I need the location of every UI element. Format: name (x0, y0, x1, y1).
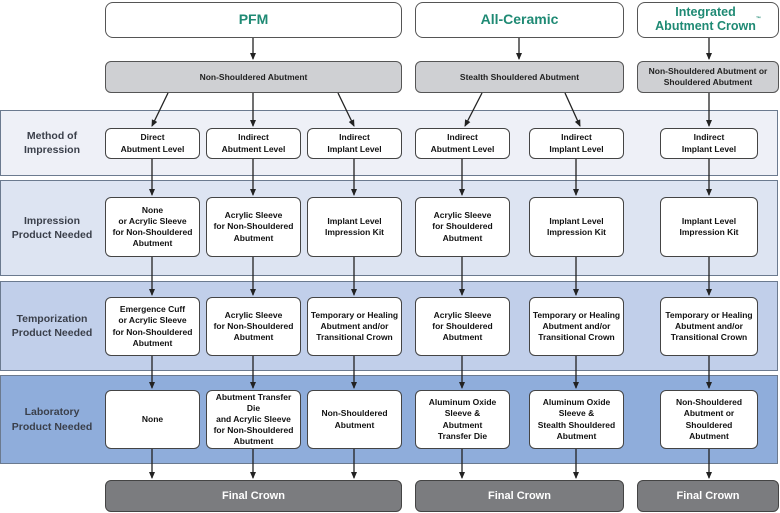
method-box-4: Indirect Abutment Level (415, 128, 510, 159)
laboratory-box-1: None (105, 390, 200, 449)
row-label-temporization: Temporization Product Needed (11, 312, 93, 339)
impression-box-2: Acrylic Sleeve for Non-Shouldered Abutme… (206, 197, 301, 257)
temporization-box-3: Temporary or Healing Abutment and/or Tra… (307, 297, 402, 356)
impression-box-1: None or Acrylic Sleeve for Non-Shouldere… (105, 197, 200, 257)
laboratory-box-2: Abutment Transfer Die and Acrylic Sleeve… (206, 390, 301, 449)
row-label-method: Method of Impression (23, 129, 81, 156)
temporization-box-4: Acrylic Sleeve for Shouldered Abutment (415, 297, 510, 356)
final-crown-integrated: Final Crown (637, 480, 779, 512)
laboratory-box-5: Aluminum Oxide Sleeve & Stealth Shoulder… (529, 390, 624, 449)
method-box-6: Indirect Implant Level (660, 128, 758, 159)
column-header-all-ceramic-text: All-Ceramic (480, 11, 559, 28)
temporization-box-2: Acrylic Sleeve for Non-Shouldered Abutme… (206, 297, 301, 356)
temporization-box-5: Temporary or Healing Abutment and/or Tra… (529, 297, 624, 356)
column-header-integrated-text: Integrated Abutment Crown (655, 5, 756, 33)
row-label-impression: Impression Product Needed (11, 214, 93, 241)
impression-box-4: Acrylic Sleeve for Shouldered Abutment (415, 197, 510, 257)
impression-box-6: Implant Level Impression Kit (660, 197, 758, 257)
trademark-mark: ™ (755, 16, 761, 23)
method-box-5: Indirect Implant Level (529, 128, 624, 159)
method-box-2: Indirect Abutment Level (206, 128, 301, 159)
column-header-pfm: PFM (105, 2, 402, 38)
method-box-3: Indirect Implant Level (307, 128, 402, 159)
column-header-all-ceramic: All-Ceramic (415, 2, 624, 38)
column-header-pfm-text: PFM (238, 11, 269, 28)
impression-box-5: Implant Level Impression Kit (529, 197, 624, 257)
method-box-1: Direct Abutment Level (105, 128, 200, 159)
laboratory-box-6: Non-Shouldered Abutment or Shouldered Ab… (660, 390, 758, 449)
abutment-pfm: Non-Shouldered Abutment (105, 61, 402, 93)
impression-box-3: Implant Level Impression Kit (307, 197, 402, 257)
laboratory-box-4: Aluminum Oxide Sleeve & Abutment Transfe… (415, 390, 510, 449)
final-crown-pfm: Final Crown (105, 480, 402, 512)
final-crown-all-ceramic: Final Crown (415, 480, 624, 512)
abutment-all-ceramic: Stealth Shouldered Abutment (415, 61, 624, 93)
laboratory-box-3: Non-Shouldered Abutment (307, 390, 402, 449)
temporization-box-1: Emergence Cuff or Acrylic Sleeve for Non… (105, 297, 200, 356)
abutment-integrated: Non-Shouldered Abutment or Shouldered Ab… (637, 61, 779, 93)
temporization-box-6: Temporary or Healing Abutment and/or Tra… (660, 297, 758, 356)
row-label-laboratory: Laboratory Product Needed (11, 406, 93, 433)
